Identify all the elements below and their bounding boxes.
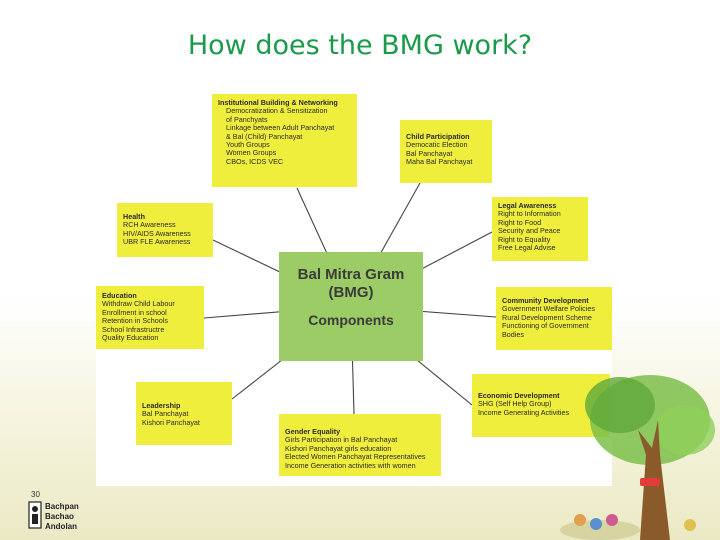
box-heading: Leadership [142,401,181,410]
box-heading: Economic Development [478,391,560,400]
box-item: Girls Participation in Bal Panchayat [285,435,398,445]
center-title: Bal Mitra Gram [297,266,405,283]
box-item: Bal Panchayat [406,148,453,158]
box-item: Government Welfare Policies [502,304,595,314]
box-item: Bodies [502,329,524,339]
logo-text-line: Bachpan [45,502,79,511]
center-bmg-box: Bal Mitra Gram (BMG) Components [279,252,423,361]
box-community-development: Community Development Government Welfare… [496,287,612,350]
box-item: SHG (Self Help Group) [478,399,552,409]
box-heading: Education [102,291,137,300]
slide-title: How does the BMG work? [187,30,533,61]
box-item: Women Groups [226,148,277,158]
box-gender-equality: Gender Equality Girls Participation in B… [279,414,441,476]
box-item: Quality Education [102,333,159,343]
box-heading: Gender Equality [285,427,341,436]
box-heading: Legal Awareness [498,201,557,210]
box-leadership: Leadership Bal Panchayat Kishori Panchay… [136,382,232,445]
box-item: HIV/AIDS Awareness [123,228,191,238]
box-item: Retention in Schools [102,316,168,326]
logo-emblem-icon [28,501,42,529]
box-item: Youth Groups [226,140,270,150]
box-institutional-building: Institutional Building & Networking Demo… [212,94,357,187]
box-heading: Institutional Building & Networking [218,98,338,107]
box-item: Rural Development Scheme [502,312,592,322]
slide-number: 30 [31,490,40,499]
box-item: Income Generation activities with women [285,460,416,470]
box-heading: Child Participation [406,132,470,141]
box-item: Enrollment in school [102,307,167,317]
box-item: Right to Information [498,209,561,219]
box-item: Right to Equality [498,234,551,244]
box-item: Kishori Panchayat girls education [285,443,392,453]
box-item: Bal Panchayat [142,409,189,419]
box-item: UBR FLE Awareness [123,237,191,247]
box-item: Kishori Panchayat [142,417,200,427]
box-item: Right to Food [498,217,542,227]
box-health: Health RCH Awareness HIV/AIDS Awareness … [117,203,213,257]
bachpan-bachao-andolan-logo: 30 Bachpan Bachao Andolan [26,490,106,536]
box-item: Elected Women Panchayat Representatives [285,452,426,462]
tree-illustration [560,375,715,540]
box-education: Education Withdraw Child Labour Enrollme… [96,286,204,349]
box-item: Income Generating Activities [478,407,570,417]
box-item: Withdraw Child Labour [102,299,175,309]
box-item: & Bal (Child) Panchayat [226,131,303,141]
box-legal-awareness: Legal Awareness Right to Information Rig… [492,197,588,261]
box-item: Linkage between Adult Panchayat [226,123,335,133]
box-item: Democratization & Sensitization [226,106,328,116]
box-item: Democatic Election [406,140,468,150]
box-heading: Health [123,212,145,221]
box-item: RCH Awareness [123,220,176,230]
center-components-label: Components [308,312,394,328]
box-item: Free Legal Advise [498,243,556,253]
box-item: CBOs, ICDS VEC [226,156,284,166]
logo-text-line: Bachao [45,512,74,521]
box-child-participation: Child Participation Democatic Election B… [400,120,492,183]
logo-text-line: Andolan [45,522,77,531]
center-subtitle: (BMG) [328,284,374,301]
box-heading: Community Development [502,296,589,305]
box-item: Functioning of Government [502,321,589,331]
box-item: of Panchyats [226,114,268,124]
box-item: Maha Bal Panchayat [406,157,473,167]
box-item: School Infrastructre [102,324,165,334]
box-item: Security and Peace [498,226,561,236]
